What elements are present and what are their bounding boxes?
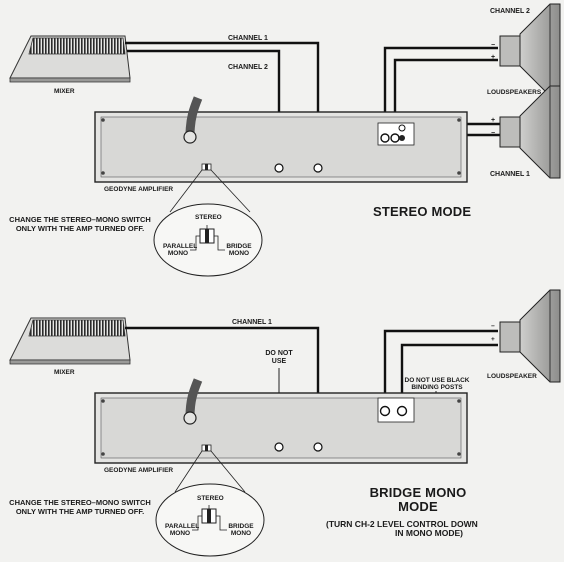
do-not-use-label: DO NOT (265, 350, 293, 357)
amp-label-bridge: GEODYNE AMPLIFIER (104, 467, 174, 474)
switch-bridge-label: BRIDGE (226, 243, 252, 250)
loudspeakers-label: LOUDSPEAKERS (487, 89, 542, 96)
mode-title-bridge-2: MODE (398, 499, 438, 514)
mode-title-bridge: BRIDGE MONO (369, 485, 467, 500)
amplifier-bridge (94, 378, 468, 464)
speaker-channel1-label: CHANNEL 1 (490, 171, 530, 178)
polarity-minus: − (491, 42, 496, 49)
black-posts-label: DO NOT USE BLACK (404, 377, 470, 384)
switch-zoom-bridge (155, 450, 265, 557)
mixer-label: MIXER (54, 88, 75, 95)
loudspeaker-top (499, 3, 561, 97)
switch-parallel-mono-bridge: MONO (169, 530, 191, 537)
amplifier-stereo (94, 96, 468, 183)
amp-label: GEODYNE AMPLIFIER (104, 186, 174, 193)
note-line1: (TURN CH-2 LEVEL CONTROL DOWN (326, 519, 478, 529)
switch-bridge-label-bridge: BRIDGE (228, 523, 254, 530)
loudspeaker-bridge (499, 289, 561, 383)
switch-stereo-label: STEREO (195, 214, 222, 221)
mode-title-stereo: STEREO MODE (373, 204, 472, 219)
switch-stereo-label-bridge: STEREO (197, 495, 224, 502)
note-line2: IN MONO MODE) (395, 528, 463, 538)
wire-label-channel1-bridge: CHANNEL 1 (232, 319, 272, 326)
black-posts-label-2: BINDING POSTS (411, 384, 463, 391)
mixer-bridge (9, 317, 131, 365)
warning-line2: ONLY WITH THE AMP TURNED OFF. (15, 224, 145, 233)
polarity-plus-bridge: + (491, 336, 495, 343)
polarity-minus: − (491, 130, 496, 137)
polarity-plus: + (491, 54, 496, 61)
polarity-minus-bridge: − (491, 323, 495, 330)
switch-bridge-mono-bridge: MONO (230, 530, 252, 537)
warning-line2-bridge: ONLY WITH THE AMP TURNED OFF. (15, 507, 145, 516)
mixer-stereo (9, 35, 131, 83)
loudspeaker-label: LOUDSPEAKER (487, 373, 537, 380)
switch-parallel-label: PARALLEL (163, 243, 198, 250)
wire-label-channel2: CHANNEL 2 (228, 64, 268, 71)
wire-label-channel1: CHANNEL 1 (228, 35, 268, 42)
switch-bridge-mono: MONO (228, 250, 250, 257)
mixer-label-bridge: MIXER (54, 369, 75, 376)
warning-line1: CHANGE THE STEREO–MONO SWITCH (9, 215, 151, 224)
switch-parallel-mono: MONO (167, 250, 189, 257)
warning-line1-bridge: CHANGE THE STEREO–MONO SWITCH (9, 498, 151, 507)
speaker-channel2-label: CHANNEL 2 (490, 8, 530, 15)
do-not-use-label-2: USE (271, 358, 287, 365)
switch-zoom-stereo (153, 169, 263, 277)
loudspeaker-bottom (499, 85, 561, 179)
polarity-plus: + (491, 117, 496, 124)
switch-parallel-label-bridge: PARALLEL (165, 523, 200, 530)
